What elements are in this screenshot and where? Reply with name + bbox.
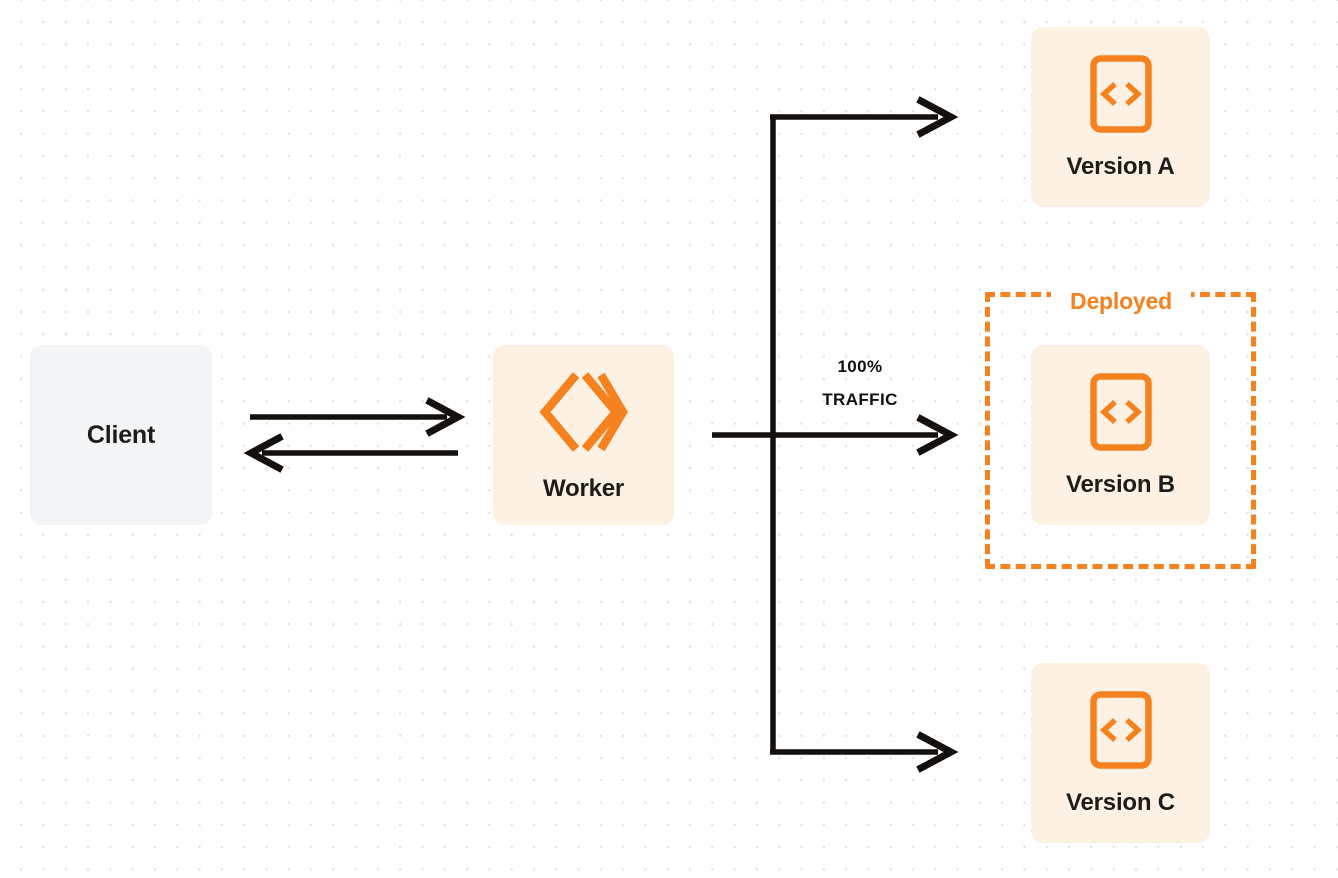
node-version-c-label: Version C [1066,789,1175,816]
edge-worker-to-client [243,433,458,473]
traffic-unit: TRAFFIC [822,390,898,409]
edge-trunk-to-version-c [770,731,959,773]
node-worker[interactable]: Worker [493,345,674,525]
node-version-a[interactable]: Version A [1031,27,1210,207]
edge-client-to-worker [250,397,466,437]
node-version-b-label: Version B [1066,471,1175,498]
node-version-a-label: Version A [1066,153,1175,180]
edge-worker-to-version-b [712,414,959,456]
node-version-b[interactable]: Version B [1031,345,1210,525]
cloudflare-workers-logo-icon [538,369,629,455]
node-client-label: Client [86,420,156,449]
code-document-icon [1089,55,1152,133]
code-document-icon [1089,373,1152,451]
node-worker-label: Worker [542,475,625,502]
node-client[interactable]: Client [30,345,212,525]
deployed-label: Deployed [1051,287,1191,315]
edge-trunk-to-version-a [770,96,959,138]
traffic-label: 100% TRAFFIC [784,350,936,416]
code-document-icon [1089,691,1152,769]
traffic-percent: 100% [837,357,883,376]
node-version-c[interactable]: Version C [1031,663,1210,843]
